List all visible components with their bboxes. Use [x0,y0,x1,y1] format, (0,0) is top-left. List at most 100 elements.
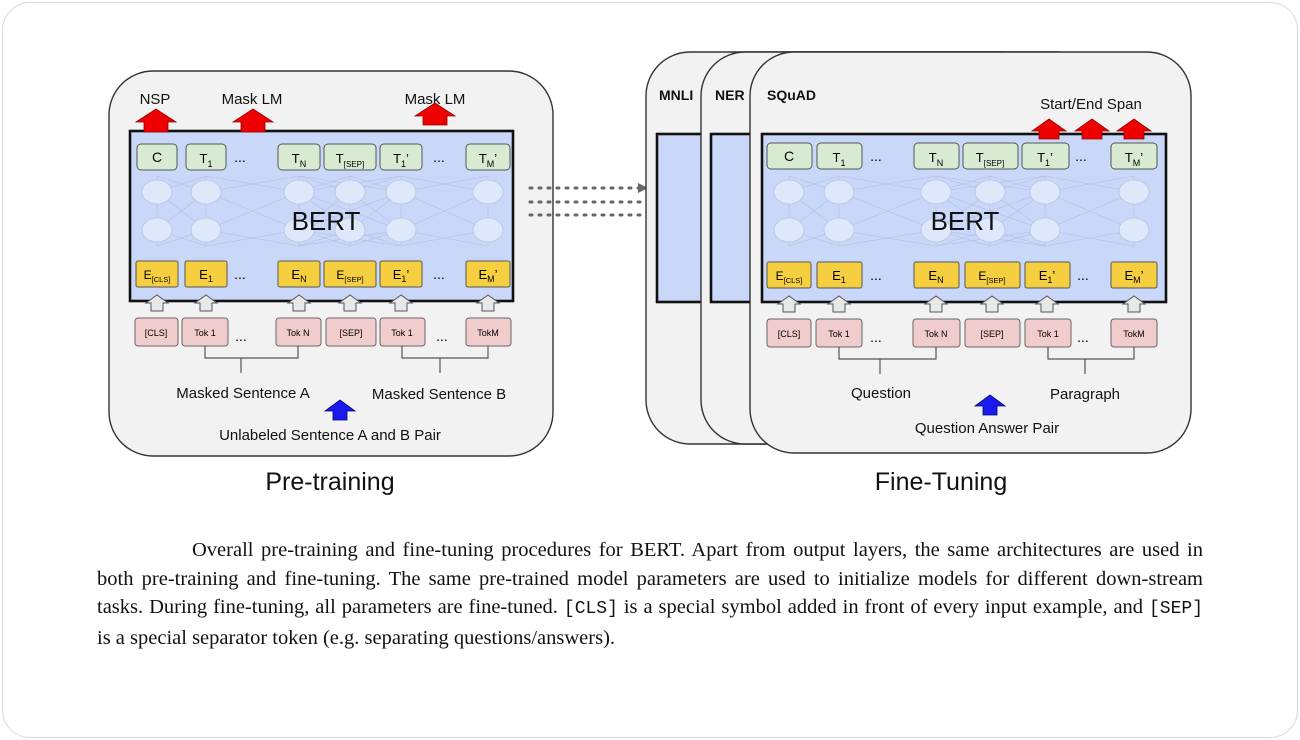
sentence-a-label: Masked Sentence A [176,385,309,402]
input-arrow [286,294,312,312]
nsp-label: NSP [140,91,171,108]
pretraining-panel: BERT NSP Mask LM Mask LM C T1 ... TN T[S… [108,70,554,457]
output-token-label: C [152,149,162,165]
output-ellipsis: ... [433,149,445,165]
token-ellipsis: ... [870,329,882,345]
attention-node [1029,179,1061,205]
embedding-emprime [465,260,511,288]
output-token-c [766,142,813,170]
span-head-arrow-2 [1073,118,1111,140]
attention-edge [838,175,937,193]
input-arrow [923,295,949,313]
attention-edge [1044,191,1135,231]
token-label: [CLS] [778,329,801,339]
token-label: TokM [1123,329,1145,339]
paragraph-label: Paragraph [1050,386,1120,403]
embedding-ellipsis: ... [870,267,882,283]
pretraining-bert-label: BERT [292,206,361,236]
squad-label: SQuAD [767,87,816,103]
embedding-ecls [135,260,179,288]
output-token-c [136,143,178,171]
input-arrow [1121,295,1147,313]
finetuning-attention-mesh [773,175,1150,247]
output-token-tsep [323,143,377,171]
output-ellipsis: ... [234,149,246,165]
embedding-emprime [1110,261,1158,289]
finetuning-input-arrow-blue [973,394,1007,416]
input-arrow [979,295,1005,313]
attention-node [823,217,855,243]
input-arrow [388,294,414,312]
token-cls [766,318,812,348]
paragraph-bracket [1047,347,1135,374]
output-token-tn [277,143,321,171]
token-label: Tok N [286,328,309,338]
output-token-tsep [962,142,1019,170]
finetuning-input-arrows [776,295,1147,313]
token-label: [SEP] [339,328,362,338]
output-token-t1 [185,143,227,171]
token-ellipsis: ... [436,328,448,344]
output-token-label: T1’ [393,151,409,169]
caption-sep-token: [SEP] [1149,599,1204,620]
attention-node [1118,217,1150,243]
start-end-span-label: Start/End Span [1040,96,1142,113]
token-label: Tok N [924,329,947,339]
finetuning-panels: MNLI NER SQuAD BERT Start/End Span C T1 … [645,51,1192,454]
embedding-ellipsis: ... [1077,267,1089,283]
embedding-e1 [184,260,228,288]
output-token-t1prime [379,143,423,171]
token-label: Tok 1 [391,328,413,338]
token-ellipsis: ... [1077,329,1089,345]
embedding-label: E1’ [1039,268,1056,285]
output-token-label: T1’ [1037,150,1053,168]
attention-node [385,179,417,205]
ner-label: NER [715,87,745,103]
finetuning-output-row: C T1 ... TN T[SEP] T1’ ... TM’ [766,142,1158,170]
attention-node [773,179,805,205]
token-label: Tok 1 [194,328,216,338]
token-sep [325,317,377,347]
pretraining-caption: Pre-training [265,468,394,496]
mask-lm-head-arrow-1 [231,108,275,133]
embedding-ecls [766,261,812,289]
attention-node [141,217,173,243]
output-token-label: C [784,148,794,164]
attention-node [1029,217,1061,243]
embedding-ellipsis: ... [433,266,445,282]
embedding-esep [323,260,377,288]
input-arrow [193,294,219,312]
span-head-arrow-1 [1030,118,1068,140]
finetuning-embedding-row: E[CLS] E1 ... EN E[SEP] E1’ ... EM’ [766,261,1158,289]
pretraining-token-row: [CLS] Tok 1 ... Tok N [SEP] Tok 1 ... To… [134,317,512,347]
question-bracket [838,347,937,374]
token-cls [134,317,179,347]
output-token-tmprime [465,143,511,171]
finetuning-bert-label: BERT [931,206,1000,236]
attention-node [974,217,1006,243]
input-arrow [776,295,802,313]
attention-edge [935,191,1046,231]
input-arrow [1034,295,1060,313]
attention-edge [205,191,300,231]
output-ellipsis: ... [870,148,882,164]
attention-edge [838,229,937,247]
sentence-b-label: Masked Sentence B [372,386,506,403]
attention-node [283,179,315,205]
token-sep [964,318,1021,348]
embedding-e1prime [379,260,423,288]
attention-node [283,217,315,243]
mask-lm-head-arrow-2 [413,102,457,126]
attention-node [190,217,222,243]
token-label: Tok 1 [1037,329,1059,339]
finetuning-caption: Fine-Tuning [875,468,1007,496]
mask-lm-label-1: Mask LM [222,91,283,108]
attention-node [385,217,417,243]
sentence-a-bracket [204,346,299,373]
attention-edge [205,229,300,247]
attention-edge [298,191,402,231]
attention-node [920,179,952,205]
embedding-ellipsis: ... [234,266,246,282]
attention-node [141,179,173,205]
